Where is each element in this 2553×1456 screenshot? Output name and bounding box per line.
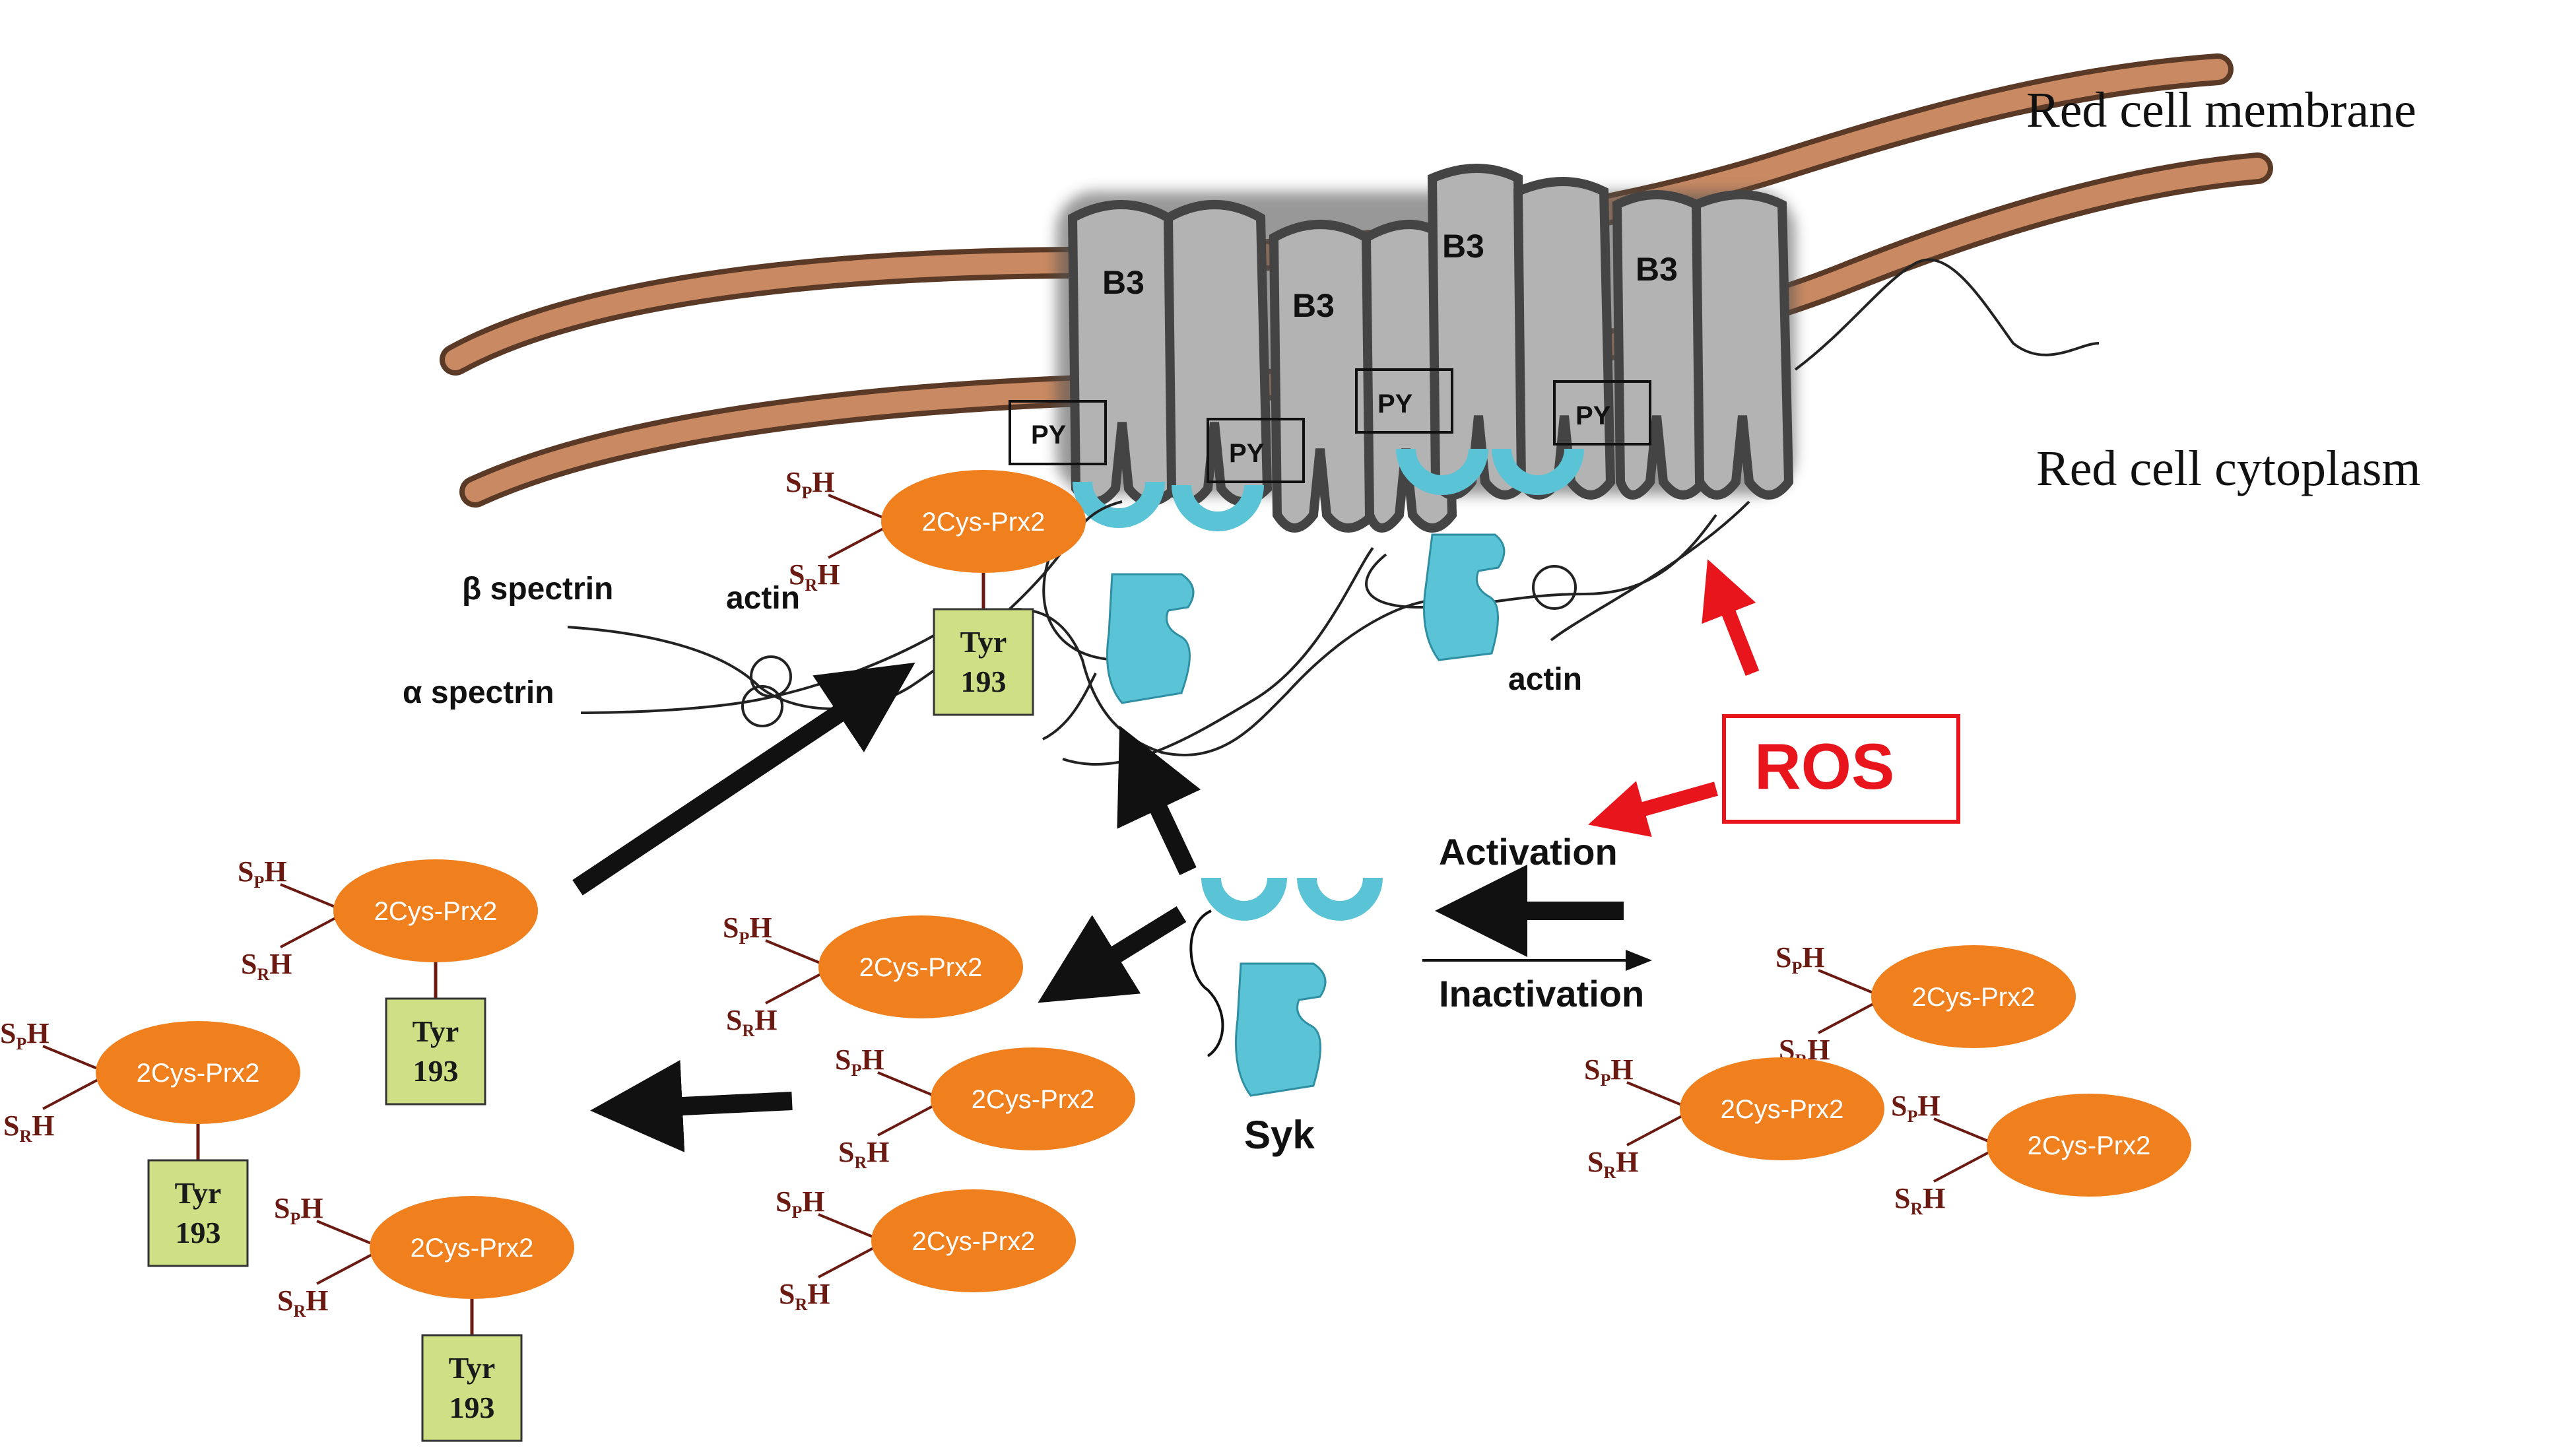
sph-label: SPH — [835, 1043, 884, 1080]
prx2-ellipse — [881, 470, 1086, 573]
b3-dimer-2 — [1269, 220, 1457, 533]
srh-label: SRH — [1894, 1182, 1946, 1218]
sph-label: SPH — [274, 1192, 323, 1228]
prx2-label: 2Cys-Prx2 — [972, 1085, 1095, 1114]
prx2-ellipse — [96, 1021, 300, 1124]
b3-label-2: B3 — [1292, 287, 1335, 324]
alpha-spectrin-label: α spectrin — [403, 675, 554, 710]
prx2-ellipse — [871, 1189, 1076, 1292]
sph-label: SPH — [785, 466, 835, 502]
prx2-ellipse — [1871, 945, 2076, 1048]
tyr-label: Tyr — [449, 1351, 496, 1385]
py-label-3: PY — [1377, 389, 1413, 418]
b3-dimer-3 — [1427, 164, 1616, 500]
b3-dimer-1 — [1067, 200, 1273, 506]
ros-box — [1722, 714, 1960, 824]
ros-arrow-up — [1702, 559, 1760, 677]
ros-label: ROS — [1754, 730, 1894, 803]
prx2-label: 2Cys-Prx2 — [374, 897, 498, 926]
b3-label-1: B3 — [1102, 264, 1144, 301]
tyr193-box — [385, 997, 486, 1106]
arrow-syk-up — [1117, 725, 1201, 875]
tyr-label: Tyr — [175, 1176, 222, 1210]
prx2-complex: SPH SRH 2Cys-Prx2 — [835, 1043, 1135, 1172]
tyr-label: Tyr — [413, 1014, 459, 1048]
sph-label: SPH — [723, 911, 772, 948]
srh-label: SRH — [241, 948, 292, 984]
tyr-number: 193 — [176, 1216, 221, 1249]
prx2-ellipse — [818, 915, 1023, 1018]
sph-label: SPH — [1584, 1053, 1634, 1090]
arrow-left-lower — [590, 1060, 793, 1152]
py-label-1: PY — [1031, 420, 1067, 449]
prx2-label: 2Cys-Prx2 — [1912, 983, 2036, 1012]
prx2-ellipse — [1680, 1057, 1884, 1160]
tyr193-box — [421, 1334, 523, 1442]
prx2-ellipse — [1987, 1094, 2191, 1197]
prx2-label: 2Cys-Prx2 — [2028, 1131, 2151, 1160]
srh-label: SRH — [726, 1004, 778, 1040]
sph-label: SPH — [1891, 1090, 1940, 1126]
ros-arrow-left — [1588, 781, 1718, 838]
actin-label-left: actin — [726, 581, 800, 616]
prx2-molecules: SPHSRH2Cys-Prx2Tyr193SPHSRH2Cys-Prx2Tyr1… — [0, 466, 2191, 1442]
prx2-label: 2Cys-Prx2 — [411, 1234, 534, 1263]
srh-label: SRH — [838, 1136, 890, 1172]
activation-label: Activation — [1439, 831, 1618, 873]
membrane-label: Red cell membrane — [2026, 83, 2416, 138]
beta-spectrin-label: β spectrin — [462, 572, 613, 607]
prx2-label: 2Cys-Prx2 — [1721, 1095, 1844, 1124]
prx2-complex: SPH SRH 2Cys-Prx2 — [776, 1185, 1076, 1314]
arrow-to-membrane-tyr — [572, 662, 915, 896]
tyr-number: 193 — [961, 665, 1007, 698]
tyr193-box — [147, 1159, 249, 1267]
py-label-4: PY — [1575, 401, 1611, 430]
prx2-complex: SPH SRH 2Cys-Prx2 — [1891, 1090, 2191, 1218]
syk-kinase-docked — [1106, 533, 1506, 704]
arrow-syk-to-prx — [1038, 906, 1187, 1003]
tyr193-box — [933, 608, 1034, 716]
srh-label: SRH — [3, 1109, 55, 1146]
tyr-number: 193 — [449, 1391, 495, 1424]
b3-dimer-4 — [1612, 190, 1794, 500]
prx2-label: 2Cys-Prx2 — [922, 508, 1045, 537]
sph-label: SPH — [776, 1185, 825, 1222]
srh-label: SRH — [1587, 1146, 1639, 1182]
prx2-complex: SPH SRH 2Cys-Prx2 — [723, 911, 1023, 1040]
prx2-ellipse — [931, 1047, 1135, 1150]
prx2-label: 2Cys-Prx2 — [912, 1227, 1036, 1256]
prx2-ellipse — [333, 859, 538, 962]
srh-label: SRH — [779, 1278, 830, 1314]
syk-label: Syk — [1244, 1113, 1315, 1157]
srh-label: SRH — [277, 1284, 329, 1321]
syk-free — [1189, 877, 1383, 1097]
prx2-ellipse — [370, 1196, 574, 1299]
syk-sh2-docked — [1073, 448, 1584, 531]
prx2-label: 2Cys-Prx2 — [137, 1059, 260, 1088]
py-boxes — [1009, 368, 1651, 483]
b3-label-3: B3 — [1442, 228, 1484, 265]
prx2-label: 2Cys-Prx2 — [859, 953, 983, 982]
actin-circles — [741, 565, 1577, 727]
sph-label: SPH — [238, 855, 287, 892]
srh-label: SRH — [789, 558, 840, 595]
py-label-2: PY — [1229, 439, 1265, 468]
tyr-number: 193 — [413, 1054, 459, 1088]
sph-label: SPH — [1775, 941, 1825, 977]
b3-label-4: B3 — [1636, 251, 1678, 288]
tyr-label: Tyr — [960, 625, 1007, 659]
prx2-complex: SPH SRH 2Cys-Prx2 — [1584, 1053, 1884, 1182]
sph-label: SPH — [0, 1017, 50, 1053]
inactivation-label: Inactivation — [1439, 973, 1644, 1014]
actin-label-right: actin — [1508, 662, 1582, 697]
cytoplasm-label: Red cell cytoplasm — [2036, 441, 2421, 496]
